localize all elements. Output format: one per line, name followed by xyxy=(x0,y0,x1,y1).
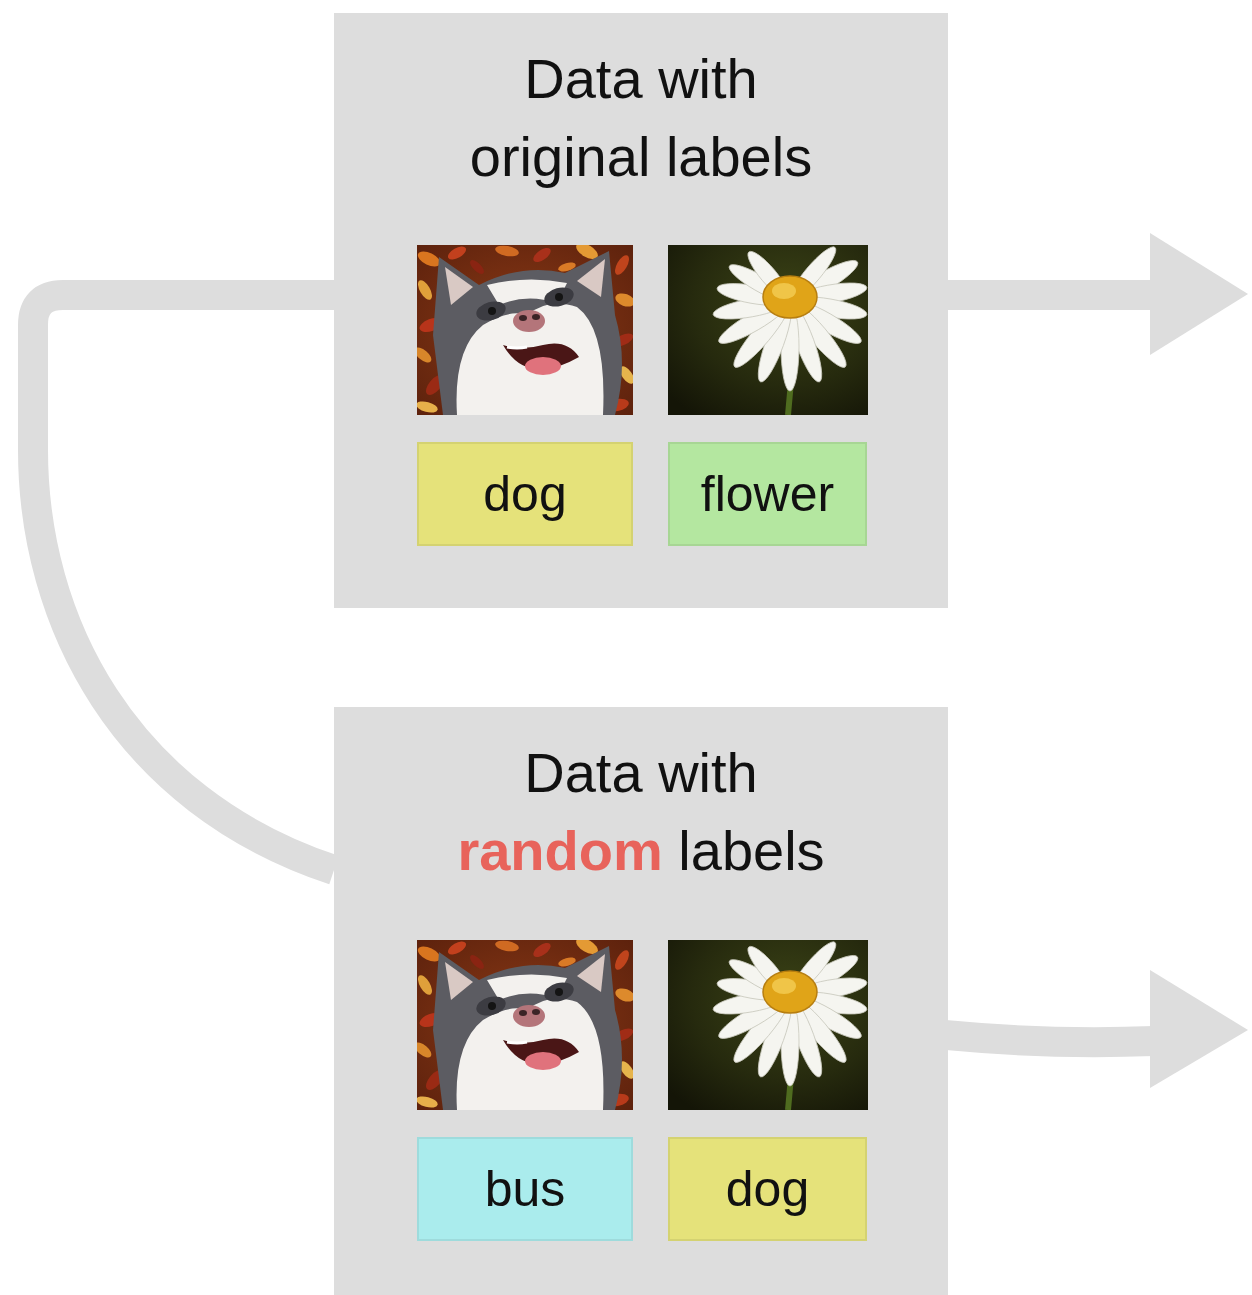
title-word: random xyxy=(457,819,662,882)
flower-photo xyxy=(668,242,868,415)
class-label: bus xyxy=(485,1159,566,1219)
arrow-head xyxy=(1150,970,1248,1088)
title-word: Data xyxy=(524,741,642,804)
panel-title: Data with random labels xyxy=(431,707,851,890)
arrow-shaft xyxy=(946,1020,1154,1057)
title-word: with xyxy=(658,47,758,110)
flower-photo xyxy=(668,937,868,1110)
class-label: flower xyxy=(701,464,834,524)
dog-photo xyxy=(412,240,637,415)
title-word: labels xyxy=(678,819,824,882)
flow-connector xyxy=(33,295,334,870)
title-word: original xyxy=(470,125,651,188)
panel-title: Data with original labels xyxy=(431,13,851,196)
class-label: dog xyxy=(483,464,566,524)
dog-photo xyxy=(412,935,637,1110)
label-box: dog xyxy=(668,1137,867,1241)
arrow-head xyxy=(1150,233,1248,355)
label-box: flower xyxy=(668,442,867,546)
title-word: with xyxy=(658,741,758,804)
class-label: dog xyxy=(726,1159,809,1219)
dataset-panel: Data with random labels bus dog xyxy=(334,707,948,1295)
label-box: dog xyxy=(417,442,633,546)
label-box: bus xyxy=(417,1137,633,1241)
title-word: Data xyxy=(524,47,642,110)
title-word: labels xyxy=(666,125,812,188)
dataset-panel: Data with original labels dog flower xyxy=(334,13,948,608)
arrow-shaft xyxy=(946,280,1154,310)
